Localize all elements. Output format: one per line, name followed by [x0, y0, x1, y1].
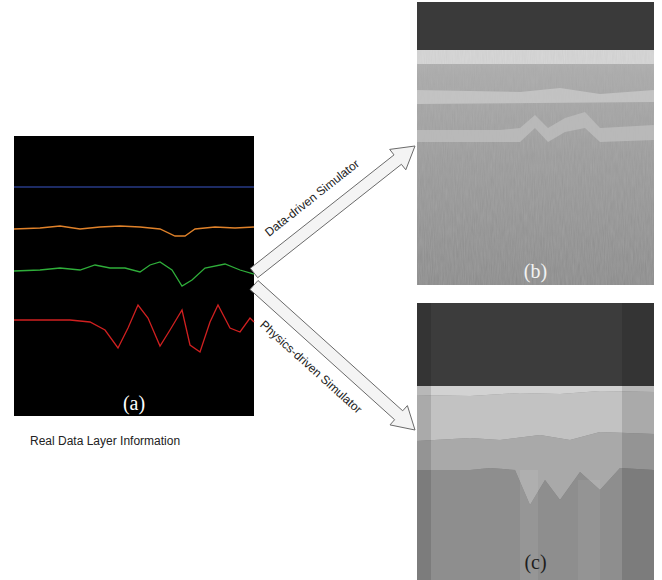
image-panel: (a)	[14, 136, 254, 416]
block-arrow	[250, 146, 415, 278]
image-panel: (c)	[417, 303, 654, 580]
image-panel: (b)	[417, 2, 654, 285]
layer-plot	[14, 136, 254, 416]
caption-text: Real Data Layer Information	[30, 434, 180, 448]
oct-image-physics	[417, 303, 654, 580]
panel-label: (a)	[14, 392, 254, 414]
panel-label: (b)	[417, 260, 654, 282]
oct-image-simulated	[417, 2, 654, 285]
panel-label: (c)	[417, 551, 654, 573]
block-arrow	[250, 281, 415, 431]
